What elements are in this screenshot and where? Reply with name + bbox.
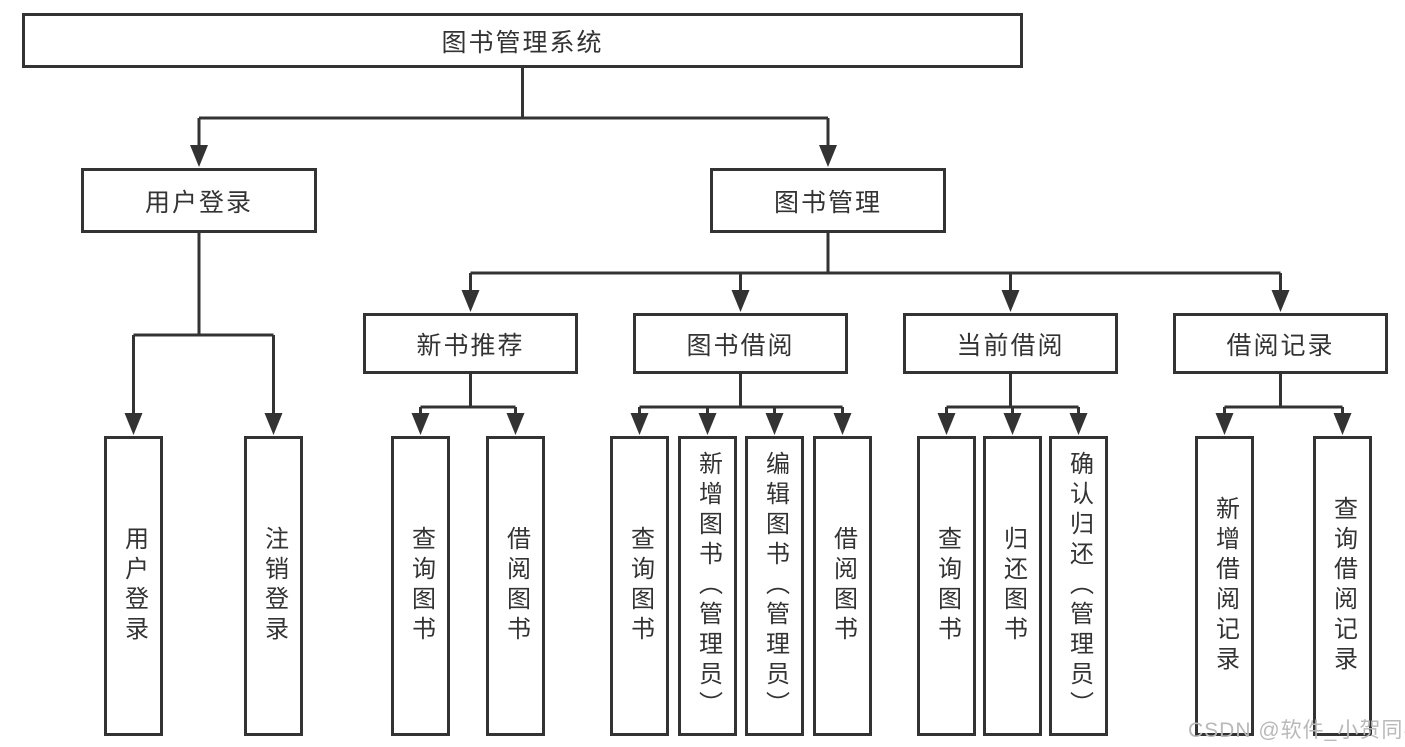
node-label: 图书借阅 — [686, 331, 795, 360]
node-label: 归还图书 — [999, 526, 1027, 646]
node-label: 当前借阅 — [956, 331, 1065, 360]
node-label: 借阅图书 — [502, 526, 530, 646]
arrow-down-icon — [1215, 413, 1234, 435]
arrow-down-icon — [461, 290, 480, 312]
node-label: 借阅图书 — [829, 526, 857, 646]
node-label: 查询图书 — [407, 526, 435, 646]
arrow-down-icon — [190, 145, 208, 167]
arrow-down-icon — [506, 413, 525, 435]
node-label: 确认归还（管理员） — [1065, 451, 1093, 721]
node-current-borrowing: 当前借阅 — [903, 313, 1118, 374]
node-borrowing-records: 借阅记录 — [1173, 313, 1388, 374]
node-book-management: 图书管理 — [710, 168, 946, 233]
arrow-down-icon — [411, 413, 430, 435]
leaf-query-borrow-record: 查询借阅记录 — [1313, 436, 1372, 736]
arrow-down-icon — [1333, 413, 1352, 435]
arrow-down-icon — [833, 413, 852, 435]
branch-root — [197, 68, 830, 160]
branch-book-management — [469, 233, 1282, 305]
node-label: 查询图书 — [626, 526, 654, 646]
branch-user-login — [132, 233, 275, 428]
node-label: 新书推荐 — [416, 331, 525, 360]
leaf-borrow-books-recommend: 借阅图书 — [486, 436, 545, 736]
node-label: 新增借阅记录 — [1211, 496, 1239, 676]
leaf-add-borrow-record: 新增借阅记录 — [1195, 436, 1254, 736]
arrow-down-icon — [630, 413, 649, 435]
branch-new-book-recommendation — [419, 374, 517, 428]
arrow-down-icon — [937, 413, 956, 435]
arrow-down-icon — [1271, 290, 1290, 312]
node-new-book-recommendation: 新书推荐 — [363, 313, 578, 374]
csdn-watermark: CSDN @软件_小贺同学 — [1188, 719, 1405, 742]
node-book-borrowing: 图书借阅 — [633, 313, 848, 374]
arrow-down-icon — [698, 413, 717, 435]
leaf-edit-books-admin: 编辑图书（管理员） — [745, 436, 804, 736]
leaf-borrow-books: 借阅图书 — [813, 436, 872, 736]
arrow-down-icon — [765, 413, 784, 435]
node-label: 新增图书（管理员） — [694, 451, 722, 721]
branch-book-borrowing — [638, 374, 844, 428]
node-label: 注销登录 — [260, 526, 288, 646]
arrow-down-icon — [1003, 413, 1022, 435]
leaf-logout: 注销登录 — [244, 436, 303, 736]
leaf-user-login: 用户登录 — [104, 436, 163, 736]
arrow-down-icon — [124, 413, 143, 435]
arrow-down-icon — [731, 290, 750, 312]
node-root-library-management-system: 图书管理系统 — [22, 13, 1023, 68]
leaf-query-books-recommend: 查询图书 — [391, 436, 450, 736]
leaf-query-books-borrowing: 查询图书 — [610, 436, 669, 736]
arrow-down-icon — [1069, 413, 1088, 435]
node-label: 编辑图书（管理员） — [761, 451, 789, 721]
arrow-down-icon — [264, 413, 283, 435]
node-label: 图书管理 — [773, 188, 882, 217]
branch-borrowing-records — [1223, 374, 1344, 428]
leaf-query-books-current: 查询图书 — [917, 436, 976, 736]
leaf-return-books: 归还图书 — [983, 436, 1042, 736]
node-label: 图书管理系统 — [441, 28, 604, 57]
leaf-add-books-admin: 新增图书（管理员） — [678, 436, 737, 736]
arrow-down-icon — [819, 145, 837, 167]
node-label: 查询图书 — [933, 526, 961, 646]
node-label: 用户登录 — [144, 188, 253, 217]
node-label: 借阅记录 — [1226, 331, 1335, 360]
node-label: 查询借阅记录 — [1329, 496, 1357, 676]
arrow-down-icon — [1001, 290, 1020, 312]
leaf-confirm-return-admin: 确认归还（管理员） — [1049, 436, 1108, 736]
node-user-login: 用户登录 — [81, 168, 317, 233]
node-label: 用户登录 — [120, 526, 148, 646]
